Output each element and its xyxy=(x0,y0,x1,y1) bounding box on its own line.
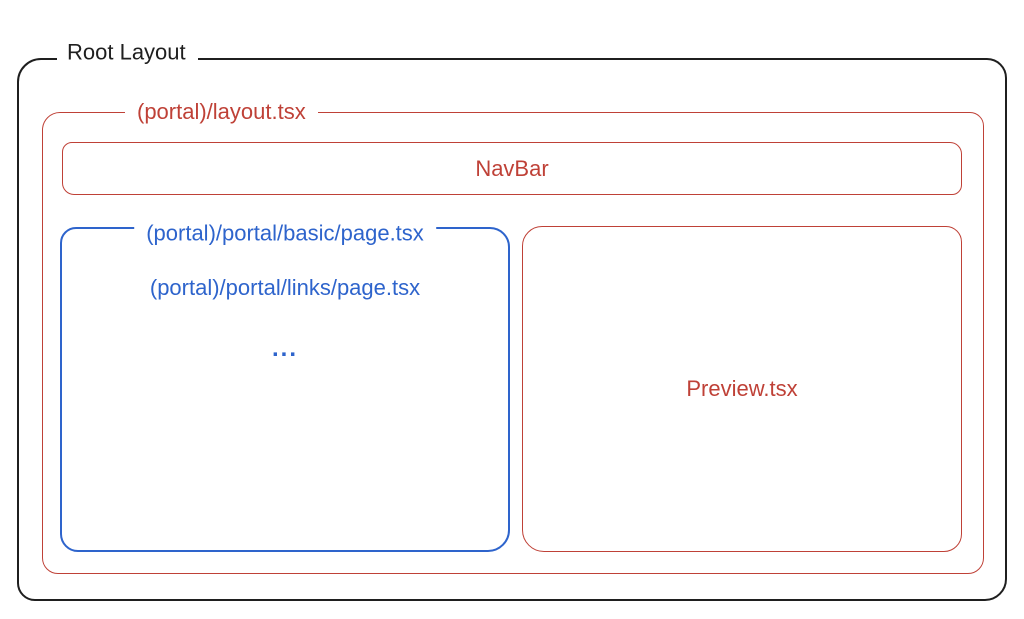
navbar-box: NavBar xyxy=(62,142,962,195)
preview-box: Preview.tsx xyxy=(522,226,962,552)
navbar-label: NavBar xyxy=(475,155,549,181)
pages-box-label: (portal)/portal/basic/page.tsx xyxy=(134,220,436,247)
root-layout-label: Root Layout xyxy=(57,39,198,66)
preview-label: Preview.tsx xyxy=(686,376,798,401)
portal-layout-label: (portal)/layout.tsx xyxy=(125,98,318,125)
page-route-links: (portal)/portal/links/page.tsx xyxy=(149,275,421,300)
portal-layout-box: (portal)/layout.tsx NavBar (portal)/port… xyxy=(42,98,984,574)
more-pages-ellipsis: ... xyxy=(271,335,298,362)
root-layout-box: Root Layout (portal)/layout.tsx NavBar (… xyxy=(17,39,1007,601)
pages-box: (portal)/portal/basic/page.tsx (portal)/… xyxy=(60,220,510,552)
